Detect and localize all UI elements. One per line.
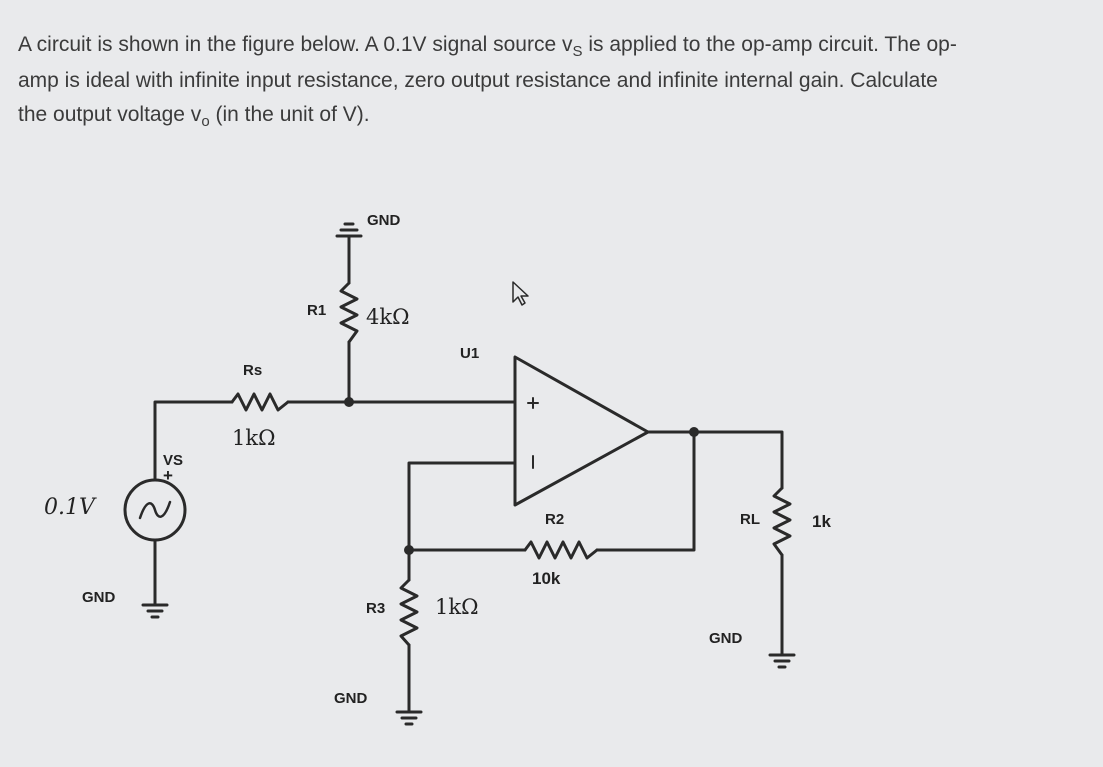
question-line-1: A circuit is shown in the figure below. … [18, 28, 1078, 64]
ground-rl-icon [768, 653, 796, 669]
question-text: A circuit is shown in the figure below. … [18, 28, 1078, 134]
question-line-1-start: A circuit is shown in the figure below. … [18, 33, 573, 56]
opamp-name-label: U1 [460, 345, 479, 362]
mouse-cursor-icon [512, 281, 529, 306]
source-name-label: VS [163, 452, 183, 469]
ground-source-icon [141, 603, 169, 619]
wire-output-to-rl [646, 430, 784, 490]
r3-name-label: R3 [366, 600, 385, 617]
resistor-rs [230, 392, 290, 412]
rs-value-label: 1kΩ [232, 426, 276, 450]
r3-gnd-label: GND [334, 690, 368, 707]
r1-gnd-label: GND [367, 212, 401, 229]
resistor-rl [772, 486, 792, 557]
resistor-r2 [523, 540, 599, 560]
r1-name-label: R1 [307, 302, 326, 319]
question-line-1-end: is applied to the op-amp circuit. The op… [582, 33, 957, 56]
question-line-3-start: the output voltage v [18, 103, 202, 126]
r3-value-label: 1kΩ [435, 595, 479, 619]
question-line-3: the output voltage vo (in the unit of V)… [18, 98, 1078, 134]
vs-subscript: S [572, 43, 583, 60]
rl-gnd-label: GND [709, 630, 743, 647]
junction-node-plus [344, 397, 354, 407]
source-value-label: 0.1V [44, 495, 97, 520]
rl-value-label: 1k [812, 512, 831, 531]
question-line-3-end: (in the unit of V). [209, 103, 370, 126]
ground-r3-icon [395, 710, 423, 726]
source-gnd-label: GND [82, 589, 116, 606]
resistor-r3 [399, 578, 419, 647]
wire-minus-feedback [407, 461, 517, 552]
junction-node-output [689, 427, 699, 437]
ground-r1-icon [335, 222, 363, 238]
rl-name-label: RL [740, 511, 760, 528]
source-plus-label: + [163, 466, 173, 485]
r2-name-label: R2 [545, 511, 564, 528]
resistor-r1 [339, 281, 359, 344]
sine-wave-icon [138, 500, 172, 520]
r2-value-label: 10k [532, 569, 561, 588]
wire-r2-to-output [595, 430, 696, 552]
vo-subscript: o [201, 113, 210, 130]
opamp-triangle [513, 355, 650, 507]
ac-source-icon [123, 478, 187, 542]
r1-value-label: 4kΩ [366, 305, 410, 329]
junction-node-minus [404, 545, 414, 555]
question-line-2: amp is ideal with infinite input resista… [18, 69, 938, 92]
rs-name-label: Rs [243, 362, 262, 379]
wire-source-top [153, 400, 234, 482]
